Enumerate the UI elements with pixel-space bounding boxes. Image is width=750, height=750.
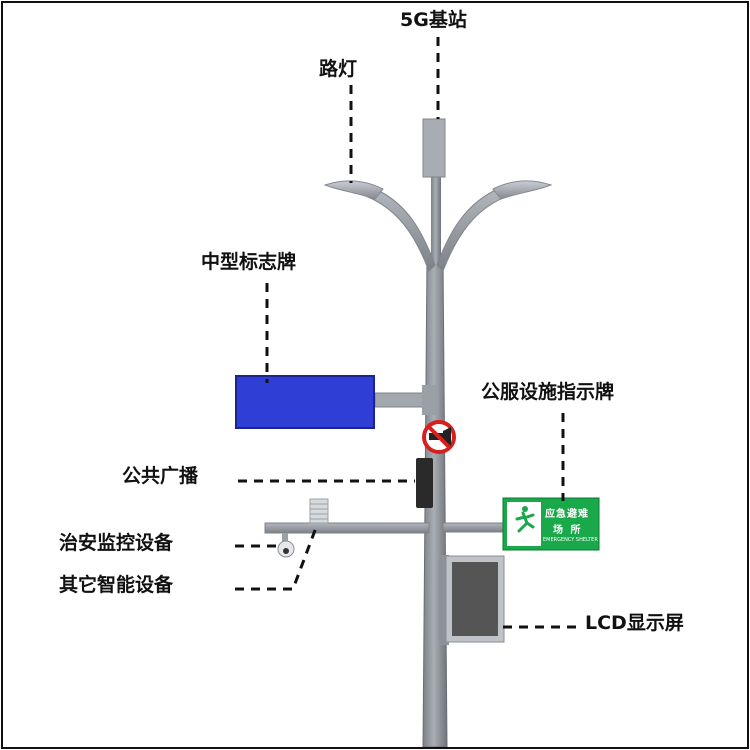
leader-other-devices: [235, 524, 319, 591]
street-light-left-arm: [361, 187, 436, 272]
street-light-left-lamp: [323, 180, 384, 200]
lcd-screen: [452, 562, 498, 636]
medium-sign-board: [235, 375, 375, 429]
street-light-right-arm: [436, 187, 512, 272]
pole-top-section: [431, 173, 441, 268]
label-base-station: 5G基站: [400, 9, 467, 31]
broadcast-speaker: [416, 458, 433, 508]
label-public-service-sign: 公服设施指示牌: [481, 381, 615, 403]
label-lcd-screen: LCD显示屏: [585, 612, 684, 634]
dome-camera: [277, 533, 295, 558]
environment-sensor: [309, 498, 329, 524]
label-security-camera: 治安监控设备: [59, 532, 174, 554]
no-horn-slash: [426, 424, 452, 450]
lcd-bracket: [439, 555, 449, 645]
emergency-sign-line1: 应急避难: [545, 509, 589, 520]
sign-bracket: [374, 392, 430, 408]
emergency-sign-line2: 场 所: [553, 525, 583, 536]
emergency-sign-arm: [442, 522, 506, 533]
label-other-devices: 其它智能设备: [59, 574, 174, 596]
camera-arm: [264, 522, 430, 534]
sign-bracket-collar: [422, 385, 438, 415]
emergency-sign-board: [502, 497, 600, 551]
label-broadcast: 公共广播: [122, 465, 199, 487]
label-medium-sign: 中型标志牌: [201, 251, 297, 273]
emergency-sign-english: EMERGENCY SHELTER: [543, 537, 598, 543]
base-station-box: [422, 118, 446, 178]
label-street-light: 路灯: [319, 58, 358, 80]
street-light-right-lamp: [492, 180, 553, 200]
smart-pole-illustration: [235, 37, 600, 747]
